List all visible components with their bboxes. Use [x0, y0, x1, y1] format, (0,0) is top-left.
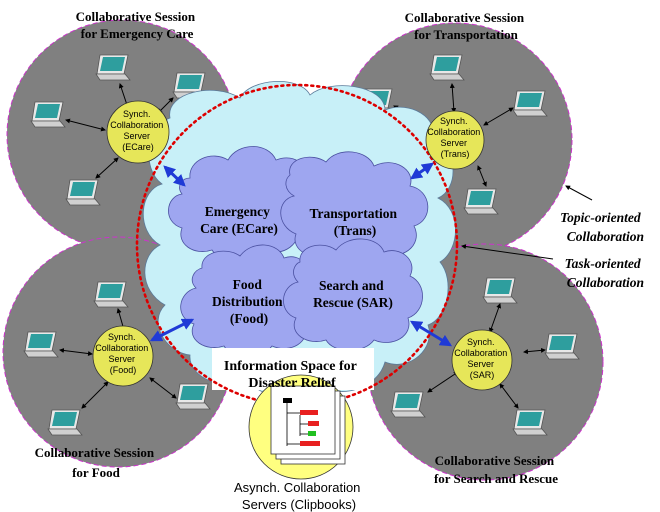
server-food	[92, 325, 154, 387]
laptop-icon	[23, 331, 59, 358]
sync-links	[149, 162, 453, 347]
cloud-label-sar: Search and Rescue (SAR)	[313, 278, 393, 310]
laptop-icon	[175, 383, 211, 410]
laptop-icon	[65, 179, 101, 206]
server-label-ecare: Synch. Collaboration Server (ECare)	[110, 109, 166, 152]
server-label-trans: Synch. Collaboration Server (Trans)	[427, 116, 483, 159]
laptop-icon	[463, 188, 499, 215]
laptops-food	[23, 281, 211, 436]
server-trans	[425, 110, 485, 170]
laptop-icon	[429, 54, 465, 81]
laptop-icon	[512, 90, 548, 117]
task-oriented-label: Task-oriented Collaboration	[565, 256, 644, 290]
session-label-ecare: Collaborative Session for Emergency Care	[76, 9, 199, 41]
laptop-icon	[47, 409, 83, 436]
cloud-label-trans: Transportation (Trans)	[310, 206, 401, 238]
info-space-label: Information Space for Disaster Relief	[224, 359, 360, 391]
async-servers-label: Asynch. Collaboration Servers (Clipbooks…	[234, 480, 364, 512]
laptop-icon	[390, 391, 426, 418]
label-pointers	[461, 185, 593, 260]
server-ecare	[106, 100, 170, 164]
cloud-label-food: Food Distribution (Food)	[212, 277, 286, 326]
laptop-icon	[482, 277, 518, 304]
cloud-sar	[283, 238, 423, 351]
laptop-icon	[512, 409, 548, 436]
laptop-icon	[544, 333, 580, 360]
cloud-trans	[280, 151, 429, 265]
session-label-trans: Collaborative Session for Transportation	[405, 10, 528, 42]
cloud-label-ecare: Emergency Care (ECare)	[200, 204, 278, 236]
cloud-food	[180, 244, 319, 357]
laptop-icon	[93, 281, 129, 308]
clipbook-icon	[248, 374, 354, 480]
cloud-ecare	[168, 146, 315, 263]
laptop-icon	[95, 54, 131, 81]
laptop-icon	[30, 101, 66, 128]
server-label-food: Synch. Collaboration Server (Food)	[95, 332, 151, 375]
laptops-sar	[390, 277, 580, 436]
server-sar	[451, 329, 513, 391]
topic-oriented-label: Topic-oriented Collaboration	[560, 210, 644, 244]
server-label-sar: Synch. Collaboration Server (SAR)	[454, 337, 510, 380]
session-label-food: Collaborative Session for Food	[35, 445, 158, 480]
session-label-sar: Collaborative Session for Search and Res…	[434, 453, 558, 486]
